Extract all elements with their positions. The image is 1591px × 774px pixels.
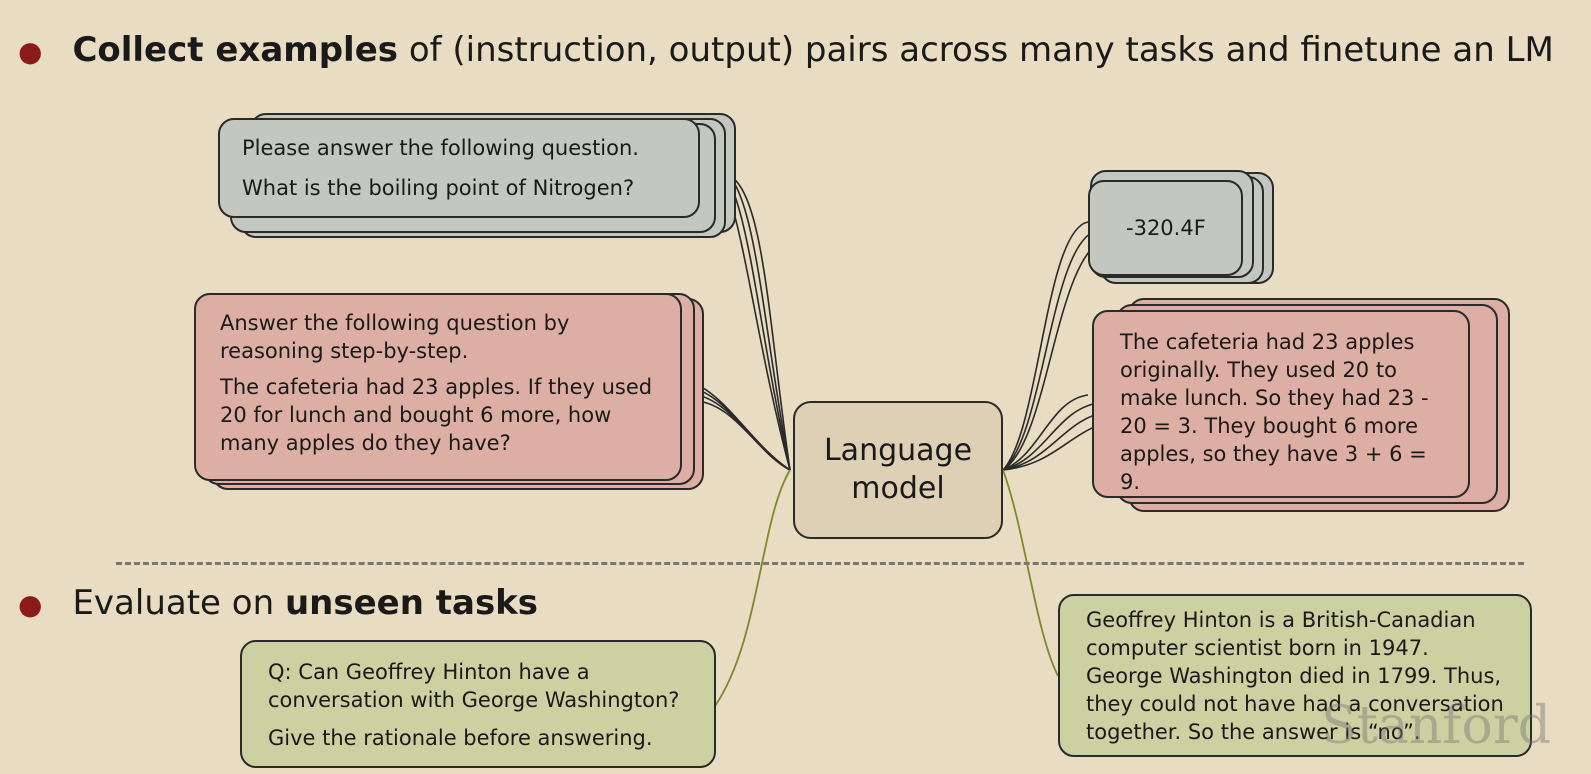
output-unseen-answer: Geoffrey Hinton is a British-Canadian co… <box>1086 608 1504 744</box>
input-cot-instruction: Answer the following question by reasoni… <box>220 311 570 363</box>
input-qa-question: What is the boiling point of Nitrogen? <box>242 176 635 200</box>
output-qa-answer: -320.4F <box>1126 216 1206 240</box>
bullet-bold: Collect examples <box>72 30 399 70</box>
bullet-plain: Evaluate on <box>72 583 275 623</box>
input-cot-question: The cafeteria had 23 apples. If they use… <box>220 375 653 455</box>
output-card-qa: -320.4F <box>1088 180 1243 276</box>
bullet-dot: ● <box>18 35 43 68</box>
input-unseen-question: Q: Can Geoffrey Hinton have a conversati… <box>268 660 680 712</box>
bullet-text: Evaluate on unseen tasks <box>72 583 538 623</box>
output-card-cot: The cafeteria had 23 apples originally. … <box>1092 310 1470 498</box>
language-model-box: Language model <box>793 401 1003 539</box>
input-qa-instruction: Please answer the following question. <box>242 136 639 160</box>
input-card-unseen: Q: Can Geoffrey Hinton have a conversati… <box>240 640 716 768</box>
bullet-dot: ● <box>18 588 43 621</box>
language-model-label: Language model <box>823 433 973 506</box>
bullet-rest: of (instruction, output) pairs across ma… <box>408 30 1554 70</box>
input-unseen-instruction: Give the rationale before answering. <box>268 726 653 750</box>
bullet-evaluate-unseen: ● Evaluate on unseen tasks <box>18 583 538 623</box>
input-card-cot: Answer the following question by reasoni… <box>194 293 682 481</box>
bullet-collect-examples: ● Collect examples of (instruction, outp… <box>18 30 1554 70</box>
bullet-bold: unseen tasks <box>284 583 539 623</box>
stanford-watermark: Stanford <box>1321 696 1551 756</box>
bullet-text: Collect examples of (instruction, output… <box>72 30 1553 70</box>
output-cot-answer: The cafeteria had 23 apples originally. … <box>1120 330 1429 494</box>
section-divider <box>116 562 1524 565</box>
output-card-unseen: Geoffrey Hinton is a British-Canadian co… <box>1058 594 1532 757</box>
input-card-qa: Please answer the following question. Wh… <box>218 118 700 218</box>
